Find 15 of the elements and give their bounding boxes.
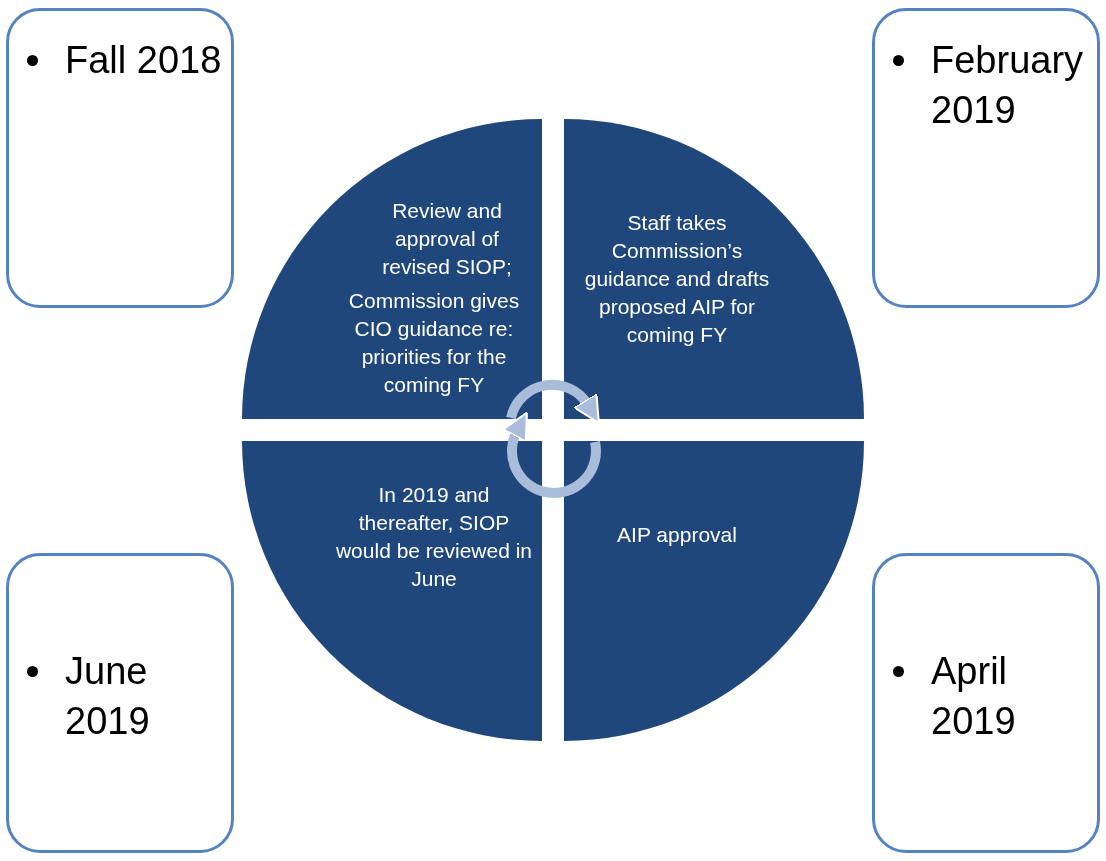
date-heading: April 2019 (893, 646, 1081, 746)
quadrant-text: Staff takes Commission’s guidance and drafts proposed AIP for coming FY (583, 210, 771, 348)
cycle-arrow (502, 411, 601, 498)
cycle-arrow (506, 379, 601, 424)
date-card (6, 553, 234, 853)
date-card (872, 553, 1100, 853)
quadrant-text: Review and approval of revised SIOP; (381, 198, 513, 280)
date-heading: Fall 2018 (27, 35, 255, 85)
quadrant-text: AIP approval (616, 522, 738, 548)
date-card (872, 8, 1100, 308)
quadrant-text: Commission gives CIO guidance re: priorities for the coming FY (347, 288, 521, 398)
date-card (6, 8, 234, 308)
date-heading: June 2019 (27, 646, 215, 746)
date-heading: February 2019 (893, 35, 1081, 135)
quadrant-text: In 2019 and thereafter, SIOP would be reviewed in June (334, 482, 534, 592)
